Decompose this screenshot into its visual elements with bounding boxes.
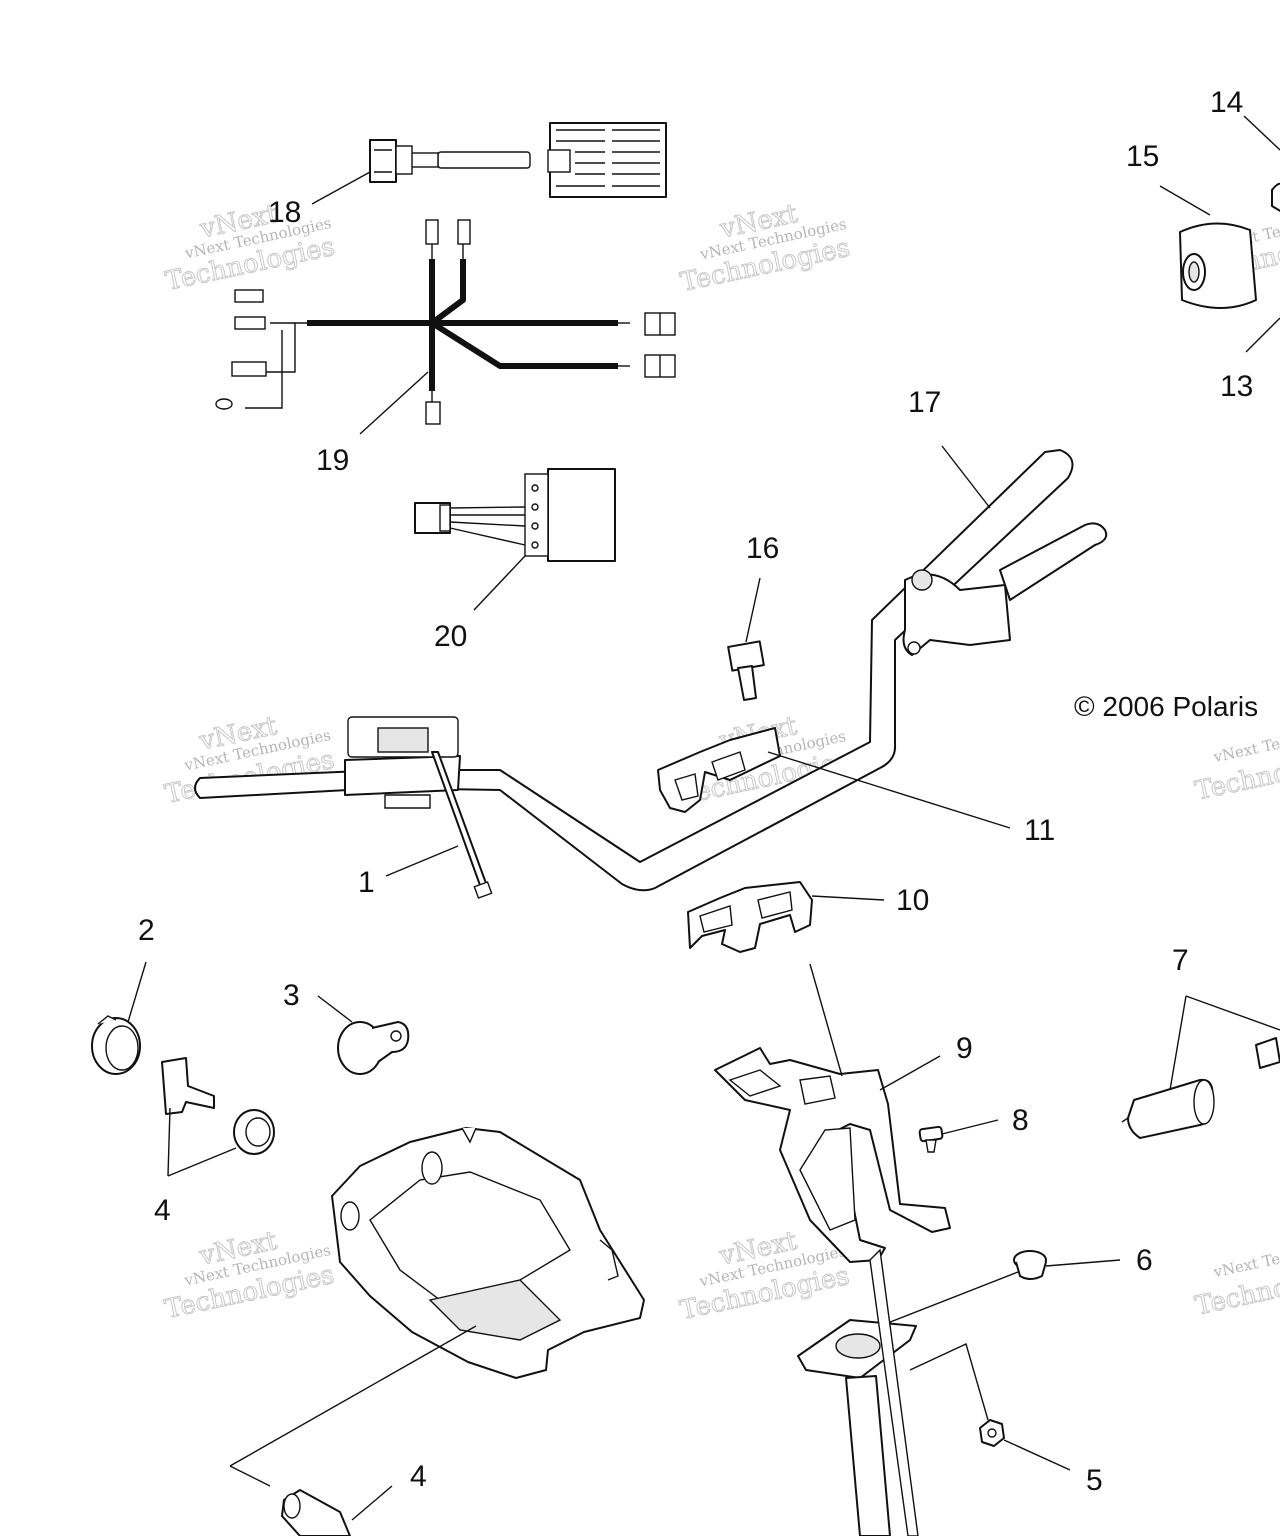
watermark-top-center: vNext vNext Technologies Technologies [677,198,853,298]
callout-20: 20 [434,620,467,653]
callout-16: 16 [746,532,779,565]
part-9-bracket [714,1047,951,1263]
part-4-lower-switch [281,1489,351,1536]
steering-post [797,1248,919,1536]
watermark-bottom-left: vNext vNext Technologies Technologies [162,1225,338,1325]
part-1-bolt [431,751,493,899]
part-8-pin [918,1125,944,1153]
part-5-nut [979,1419,1005,1447]
part-10-lower-clamp [687,881,813,953]
callout-8: 8 [1012,1104,1029,1137]
part-11-upper-clamp [657,727,781,813]
callout-6: 6 [1136,1244,1153,1277]
callout-5: 5 [1086,1464,1103,1497]
watermark-brand-line: vNext Technologies [1211,1233,1280,1282]
watermark-bottom-right: vNext Technologies Technologies [1192,1233,1280,1322]
callout-17: 17 [908,386,941,419]
part-3-indicator [337,1021,410,1075]
part-19-wiring-harness [215,219,676,425]
callout-19: 19 [316,444,349,477]
watermark-brand-line: vNext Technologies [1211,718,1280,767]
callout-10: 10 [896,884,929,917]
callout-15: 15 [1126,140,1159,173]
part-20-module [414,468,616,562]
callout-11: 11 [1024,814,1055,847]
part-4-key-bezel [161,1057,275,1155]
part-18-connector-pad [369,122,667,198]
watermark-mid-right: vNext Technologies Technologies [1192,718,1280,807]
part-2-knob [91,1015,141,1075]
callout-4: 4 [154,1194,171,1227]
part-15-grip-bushing [1179,222,1257,309]
part-6-grommet [1013,1250,1047,1280]
part-14-clip [1271,182,1280,212]
callout-9: 9 [956,1032,973,1065]
instrument-housing [331,1127,645,1379]
callout-1: 1 [358,866,375,899]
callout-7: 7 [1172,944,1189,977]
part-7-switch [1121,1037,1280,1139]
part-17-handlebar [194,449,1108,892]
callout-4-lower: 4 [410,1460,427,1493]
callout-13: 13 [1220,370,1253,403]
watermark-top-left: vNext vNext Technologies Technologies [162,198,338,297]
callout-18: 18 [268,196,301,229]
callout-2: 2 [138,914,155,947]
copyright-notice: © 2006 Polaris [1074,691,1258,722]
part-16-bolt [727,640,765,701]
callout-3: 3 [283,979,300,1012]
callout-14: 14 [1210,86,1243,119]
